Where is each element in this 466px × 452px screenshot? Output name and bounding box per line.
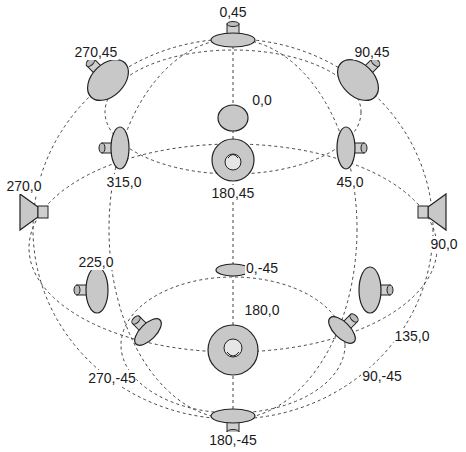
- speaker-cone: [330, 52, 387, 109]
- speaker-magnet: [38, 206, 48, 218]
- loudspeaker: [359, 267, 393, 313]
- speaker-cone: [111, 127, 129, 169]
- angle-label: 90,-45: [361, 368, 403, 384]
- angle-label: 90,45: [353, 44, 390, 60]
- angle-label: 45,0: [335, 174, 364, 190]
- sphere-guides: [29, 39, 437, 419]
- loudspeaker: [211, 409, 255, 435]
- speaker-cone: [80, 52, 137, 109]
- loudspeaker: [71, 43, 136, 108]
- speaker-magnet: [361, 143, 367, 153]
- speaker-magnet: [418, 206, 428, 218]
- angle-label: 225,0: [77, 254, 114, 270]
- loudspeaker: [99, 127, 129, 169]
- speaker-magnet: [227, 22, 239, 27]
- angle-label: 0,0: [251, 92, 272, 108]
- speaker-cone: [211, 33, 255, 47]
- loudspeaker: [211, 22, 255, 48]
- loudspeaker: [122, 306, 166, 350]
- speaker-magnet: [228, 155, 238, 159]
- loudspeaker: [337, 127, 367, 169]
- speaker-cone: [324, 312, 359, 347]
- angle-label: 270,-45: [87, 370, 136, 386]
- angle-label: 90,0: [429, 236, 458, 252]
- loudspeaker: [428, 194, 446, 230]
- loudspeaker: [330, 43, 395, 108]
- speaker-magnet: [387, 285, 393, 295]
- speaker-cone: [337, 127, 355, 169]
- angle-label: 180,45: [211, 185, 256, 201]
- speaker-magnet: [227, 352, 239, 356]
- angle-label: 180,0: [243, 302, 280, 318]
- speaker-cone: [208, 325, 258, 375]
- speaker-cone: [359, 267, 381, 313]
- speaker-cone: [211, 409, 255, 423]
- speaker-magnet: [130, 314, 141, 325]
- speaker-cone: [86, 267, 108, 313]
- angle-label: 270,0: [5, 178, 42, 194]
- loudspeaker: [324, 304, 368, 348]
- loudspeaker: [20, 194, 38, 230]
- speaker-magnet: [224, 339, 242, 357]
- angle-label: 180,-45: [208, 432, 257, 448]
- speaker-cone: [218, 105, 248, 131]
- speaker-cone: [130, 314, 165, 349]
- angle-label: 0,-45: [245, 260, 279, 276]
- angle-label: 270,45: [74, 44, 119, 60]
- speaker-magnet: [74, 285, 80, 295]
- speaker-magnet: [99, 143, 105, 153]
- loudspeaker: [74, 267, 108, 313]
- angle-label: 0,45: [218, 4, 247, 20]
- loudspeaker: [218, 105, 248, 131]
- speaker-magnet: [348, 312, 359, 323]
- speaker-cone: [212, 139, 254, 181]
- speaker-magnet: [225, 154, 241, 170]
- angle-label: 315,0: [105, 174, 142, 190]
- speakers: [20, 22, 446, 435]
- loudspeaker: [208, 325, 258, 375]
- loudspeaker: [212, 139, 254, 181]
- angle-label: 135,0: [393, 328, 430, 344]
